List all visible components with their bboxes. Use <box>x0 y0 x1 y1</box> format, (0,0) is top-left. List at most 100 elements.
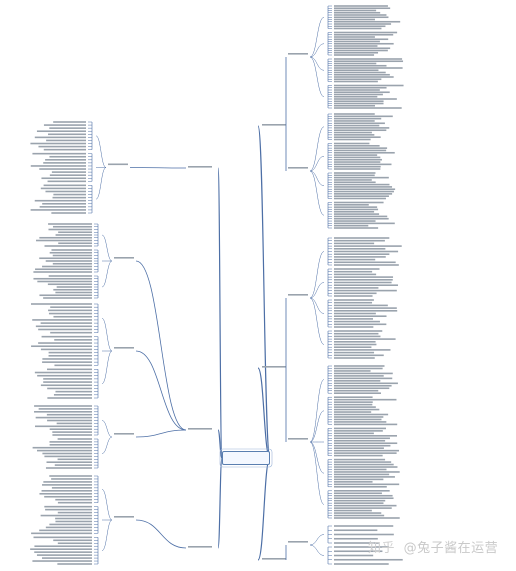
detail-right-text-line <box>334 47 391 50</box>
detail-right-text-line <box>334 98 397 100</box>
detail-right-text-line <box>334 406 376 408</box>
detail-left-text-line <box>57 501 92 504</box>
detail-left-text-line <box>49 155 86 158</box>
watermark-handle: @兔子酱在运营 <box>403 541 499 556</box>
detail-left-text-line <box>45 526 92 529</box>
detail-left-text-line <box>37 449 92 452</box>
detail-right-text-line <box>334 27 382 30</box>
sub2-branch-right <box>309 56 325 71</box>
main-branch-left-1 <box>217 429 223 459</box>
detail-right-text-line <box>334 149 387 152</box>
detail-right-text-line <box>334 542 379 544</box>
detail-right-text-line <box>334 281 392 284</box>
detail-left-text-line <box>30 303 92 305</box>
detail-left-text-line <box>49 444 92 446</box>
detail-left-text-line <box>48 275 92 277</box>
detail-right-text-line <box>334 525 394 527</box>
detail-left-text-line <box>50 331 92 334</box>
detail-right-text-line <box>334 354 384 357</box>
detail-left-text-line <box>38 328 92 331</box>
detail-left-text-line <box>51 171 86 173</box>
detail-left-text-line <box>37 374 92 377</box>
detail-right-text-line <box>334 31 398 34</box>
detail-right-text-line <box>334 490 390 492</box>
detail-right-text-line <box>334 25 386 28</box>
detail-right-text-line <box>334 529 378 532</box>
detail-right-text-line <box>334 351 375 354</box>
sub2-branch-right <box>309 56 325 97</box>
detail-right-text-line <box>334 179 372 181</box>
detail-left-text-line <box>32 446 92 449</box>
detail-right-text-line <box>334 427 386 430</box>
detail-right-text-line <box>334 435 397 437</box>
detail-right-text-line <box>334 113 375 115</box>
sub-title-right <box>288 167 308 169</box>
detail-left-text-line <box>40 322 92 324</box>
detail-left-text-line <box>44 455 92 458</box>
detail-right-text-line <box>334 42 394 45</box>
detail-right-text-line <box>334 134 375 136</box>
detail-right-text-line <box>334 320 380 323</box>
detail-right-text-line <box>334 468 387 471</box>
detail-left-text-line <box>34 371 92 374</box>
detail-right-text-line <box>334 261 396 264</box>
detail-right-text-line <box>334 442 398 445</box>
detail-left-text-line <box>53 539 92 542</box>
detail-right-text-line <box>334 466 398 468</box>
sub2-branch-right <box>309 544 325 556</box>
detail-right-text-line <box>334 33 394 36</box>
branch-title-left <box>188 428 212 430</box>
central-topic-node[interactable] <box>222 451 270 465</box>
sub-branch-left <box>135 350 187 431</box>
detail-left-text-line <box>35 425 92 428</box>
detail-left-text-line <box>34 405 92 407</box>
detail-left-text-line <box>32 152 86 155</box>
detail-right-text-line <box>334 292 377 295</box>
branch-title-right <box>262 366 286 368</box>
detail-right-text-line <box>334 64 387 67</box>
sub2-branch-right <box>309 251 325 299</box>
sub-title-right <box>288 541 308 543</box>
detail-right-text-line <box>334 102 384 105</box>
detail-right-text-line <box>334 499 386 502</box>
detail-right-text-line <box>334 93 383 96</box>
main-branch-right-0 <box>257 125 271 459</box>
detail-right-text-line <box>334 20 401 23</box>
detail-left-text-line <box>52 431 92 433</box>
detail-right-text-line <box>334 145 380 147</box>
detail-right-text-line <box>334 384 392 387</box>
detail-right-text-line <box>334 95 378 98</box>
detail-right-text-line <box>334 377 393 380</box>
sub2-branch-left <box>101 519 113 551</box>
detail-left-text-line <box>37 280 92 283</box>
detail-right-text-line <box>334 439 386 442</box>
sub2-branch-left <box>101 318 113 352</box>
detail-right-text-line <box>334 554 374 557</box>
detail-right-text-line <box>334 188 396 191</box>
detail-right-text-line <box>334 84 404 87</box>
detail-right-text-line <box>334 423 398 426</box>
detail-right-text-line <box>334 23 392 25</box>
sub-title-left <box>114 347 134 349</box>
detail-left-text-line <box>50 306 92 308</box>
detail-right-text-line <box>334 45 378 47</box>
detail-right-text-line <box>334 129 387 132</box>
detail-right-text-line <box>334 172 376 174</box>
detail-right-text-line <box>334 51 379 54</box>
detail-right-text-line <box>334 60 404 63</box>
detail-right-text-line <box>334 245 402 247</box>
detail-right-text-line <box>334 481 373 483</box>
detail-right-text-line <box>334 204 369 206</box>
detail-right-text-line <box>334 78 382 81</box>
detail-right-text-line <box>334 301 373 304</box>
detail-left-text-line <box>44 505 92 508</box>
detail-left-text-line <box>57 438 92 440</box>
detail-right-text-line <box>334 341 376 343</box>
detail-right-text-line <box>334 512 382 514</box>
detail-left-text-line <box>40 384 92 387</box>
detail-left-text-line <box>39 294 92 297</box>
detail-right-text-line <box>334 163 392 166</box>
detail-right-text-line <box>334 330 383 332</box>
detail-left-text-line <box>39 168 86 170</box>
detail-right-text-line <box>334 248 386 250</box>
